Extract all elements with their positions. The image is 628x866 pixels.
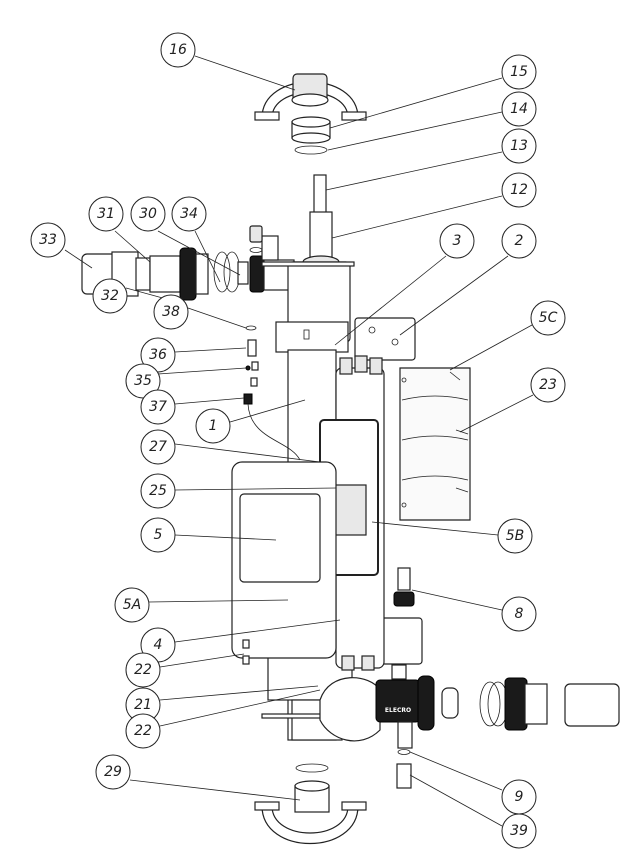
- callout-8: 8: [501, 596, 537, 632]
- svg-text:31: 31: [97, 206, 115, 222]
- callout-12: 12: [501, 172, 537, 208]
- svg-text:34: 34: [180, 206, 198, 222]
- svg-text:23: 23: [539, 377, 557, 393]
- svg-text:27: 27: [149, 439, 167, 455]
- svg-text:15: 15: [510, 64, 528, 80]
- svg-text:5C: 5C: [539, 310, 558, 326]
- callout-5A: 5A: [114, 587, 150, 623]
- front-cover: [231, 461, 337, 659]
- svg-text:35: 35: [134, 373, 152, 389]
- svg-text:25: 25: [149, 483, 167, 499]
- parts-drawing: ELECRO: [81, 73, 620, 845]
- svg-text:12: 12: [510, 182, 528, 198]
- callout-3: 3: [439, 223, 475, 259]
- svg-text:30: 30: [139, 206, 157, 222]
- leader-lines: [64, 55, 534, 827]
- callout-36: 36: [140, 337, 176, 373]
- svg-text:1: 1: [209, 418, 218, 434]
- callout-15: 15: [501, 54, 537, 90]
- svg-text:8: 8: [515, 606, 524, 622]
- callout-9: 9: [501, 779, 537, 815]
- callout-13: 13: [501, 128, 537, 164]
- flow-switch: [393, 567, 415, 607]
- svg-text:37: 37: [149, 399, 167, 415]
- bottom-bracket: [254, 763, 367, 845]
- svg-text:9: 9: [515, 789, 524, 805]
- callout-34: 34: [171, 196, 207, 232]
- svg-text:16: 16: [169, 42, 187, 58]
- svg-text:32: 32: [101, 288, 119, 304]
- callout-31: 31: [88, 196, 124, 232]
- svg-text:5B: 5B: [506, 528, 525, 544]
- svg-text:4: 4: [154, 637, 163, 653]
- callout-5B: 5B: [497, 518, 533, 554]
- callout-33: 33: [30, 222, 66, 258]
- cell-cage: [399, 367, 471, 521]
- cell-bracket: [354, 317, 423, 665]
- callout-29: 29: [95, 754, 131, 790]
- svg-text:13: 13: [510, 138, 528, 154]
- callout-25: 25: [140, 473, 176, 509]
- callout-30: 30: [130, 196, 166, 232]
- callout-38: 38: [153, 294, 189, 330]
- svg-text:3: 3: [453, 233, 462, 249]
- svg-text:5: 5: [154, 527, 163, 543]
- callout-22-lower: 22: [125, 713, 161, 749]
- brand-logo: ELECRO: [385, 707, 411, 714]
- callout-32: 32: [92, 278, 128, 314]
- callout-2: 2: [501, 223, 537, 259]
- callouts: 16 15 14 13 12 3 2 31 30 34 33 32 5C 38 …: [30, 32, 566, 849]
- svg-text:39: 39: [510, 823, 528, 839]
- callout-1: 1: [195, 408, 231, 444]
- svg-text:36: 36: [149, 347, 167, 363]
- inlet-pipe-assembly: [81, 225, 295, 301]
- ring-nut: [291, 116, 331, 155]
- nipple-fitting: [396, 763, 412, 789]
- top-bracket: [254, 73, 367, 121]
- callout-14: 14: [501, 91, 537, 127]
- probe-rod: [302, 174, 340, 269]
- svg-text:22: 22: [134, 723, 152, 739]
- svg-text:29: 29: [104, 764, 122, 780]
- svg-text:2: 2: [515, 233, 524, 249]
- svg-text:33: 33: [39, 232, 57, 248]
- svg-text:22: 22: [134, 662, 152, 678]
- callout-22-upper: 22: [125, 652, 161, 688]
- svg-text:21: 21: [134, 697, 152, 713]
- o-ring: [397, 749, 411, 755]
- callout-5C: 5C: [530, 300, 566, 336]
- callout-27: 27: [140, 429, 176, 465]
- svg-text:14: 14: [510, 101, 528, 117]
- callout-39: 39: [501, 813, 537, 849]
- outlet-assembly: ELECRO: [319, 664, 620, 749]
- svg-text:5A: 5A: [123, 597, 141, 613]
- callout-5: 5: [140, 517, 176, 553]
- callout-16: 16: [160, 32, 196, 68]
- svg-text:38: 38: [162, 304, 180, 320]
- callout-23: 23: [530, 367, 566, 403]
- small-fittings: [242, 325, 301, 665]
- callout-37: 37: [140, 389, 176, 425]
